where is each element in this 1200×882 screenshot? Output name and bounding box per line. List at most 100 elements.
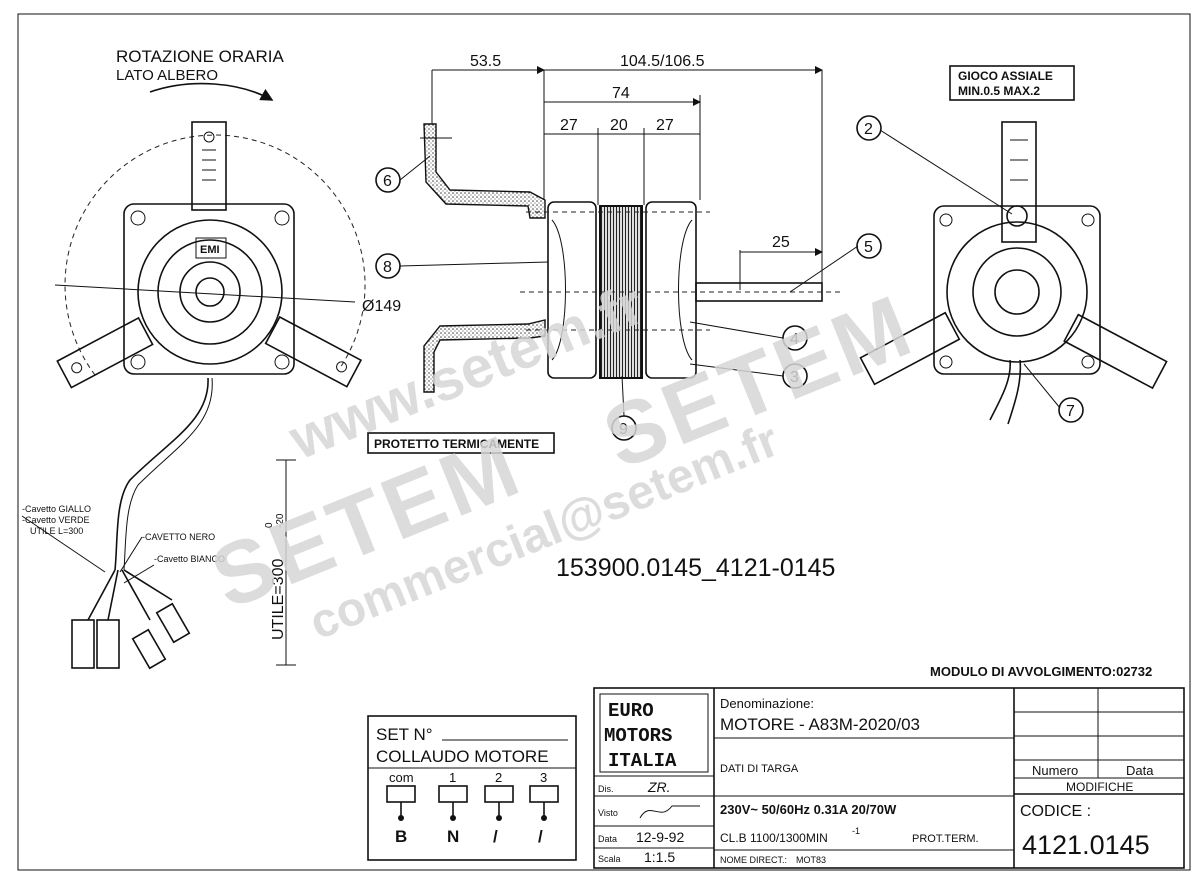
dim-104-5-label: 104.5/106.5 — [620, 53, 705, 70]
bracket-lower-profile — [423, 319, 546, 393]
svg-text:com: com — [389, 770, 414, 785]
codice-value: 4121.0145 — [1022, 830, 1150, 860]
bracket-arm-rear-top — [1001, 121, 1037, 243]
shaft-front — [195, 277, 225, 307]
collaudo-label: COLLAUDO MOTORE — [376, 747, 549, 766]
dis-label: Dis. — [598, 784, 614, 794]
callout-8 — [375, 253, 401, 279]
svg-text:1: 1 — [449, 770, 456, 785]
denominazione-label: Denominazione: — [720, 696, 814, 711]
codice-label: CODICE : — [1020, 803, 1091, 820]
svg-text:2: 2 — [495, 770, 502, 785]
spec-exponent: -1 — [852, 826, 860, 836]
endshield-left — [547, 201, 597, 379]
svg-text:B: B — [395, 827, 407, 846]
callouts: 2 6 8 5 4 3 9 7 — [375, 115, 1084, 441]
dim-27b-label: 27 — [656, 117, 674, 134]
dim-27a-label: 27 — [560, 117, 578, 134]
svg-text:/: / — [538, 827, 543, 846]
cable-bianco-label: -Cavetto BIANCO — [154, 554, 225, 564]
visto-signature — [639, 805, 700, 819]
numero-label: Numero — [1032, 763, 1078, 778]
svg-text:EURO: EURO — [608, 700, 654, 722]
callout-4 — [782, 325, 808, 351]
svg-text:9: 9 — [619, 421, 628, 438]
connector-2 — [96, 619, 120, 669]
spec-line-2: CL.B 1100/1300MIN — [720, 831, 828, 845]
protetto-label: PROTETTO TERMICAMENTE — [374, 437, 539, 451]
bracket-arm-left — [56, 316, 154, 389]
data-value: 12-9-92 — [636, 829, 684, 845]
nome-label: NOME DIRECT.: — [720, 855, 787, 865]
utile-tol-lower: -20 — [275, 513, 286, 528]
front-view: ROTAZIONE ORARIA LATO ALBERO Ø149 — [21, 47, 401, 670]
gioco-box — [949, 65, 1075, 101]
cable-bundle — [114, 377, 209, 571]
cable-nero-label: -CAVETTO NERO — [142, 532, 215, 542]
svg-text:2: 2 — [864, 121, 873, 138]
sheet-border — [17, 13, 1191, 871]
svg-text:MOTORS: MOTORS — [604, 725, 672, 747]
title-block: EURO MOTORS ITALIA Dis. ZR. Visto Data 1… — [593, 687, 1185, 869]
svg-text:/: / — [493, 827, 498, 846]
svg-text:N: N — [447, 827, 459, 846]
bracket-arm-right — [264, 315, 363, 388]
data-col-label: Data — [1126, 763, 1154, 778]
bracket-arm-top — [191, 121, 227, 211]
dim-25-label: 25 — [772, 234, 790, 251]
dim-53-5-label: 53.5 — [470, 53, 501, 70]
set-label: SET N° — [376, 725, 433, 744]
diameter-label: Ø149 — [362, 298, 401, 315]
connector-1 — [71, 619, 95, 669]
bracket-arm-rear-left — [859, 311, 961, 386]
scala-label: Scala — [598, 854, 621, 864]
svg-text:5: 5 — [864, 239, 873, 256]
dim-20-label: 20 — [610, 117, 628, 134]
terminal-com: com B — [386, 770, 416, 846]
side-view: 53.5 104.5/106.5 74 27 20 27 25 PROTETTO… — [367, 53, 840, 454]
callout-5 — [856, 233, 882, 259]
watermark: www.setem.fr SETEM SETEM commercial@sete… — [198, 271, 927, 650]
diameter-line — [54, 284, 356, 303]
part-number: 153900.0145_4121-0145 — [556, 554, 835, 582]
rotation-label: ROTAZIONE ORARIA — [116, 47, 284, 66]
denominazione-value: MOTORE - A83M-2020/03 — [720, 715, 920, 734]
bracket-arm-rear-right — [1063, 313, 1168, 390]
scala-value: 1:1.5 — [644, 849, 675, 865]
spec-line-1: 230V~ 50/60Hz 0.31A 20/70W — [720, 802, 897, 817]
svg-text:7: 7 — [1066, 403, 1075, 420]
endshield-right — [645, 201, 697, 379]
rear-view: GIOCO ASSIALE MIN.0.5 MAX.2 — [859, 65, 1168, 425]
spec-prot: PROT.TERM. — [912, 833, 979, 845]
rotation-sublabel: LATO ALBERO — [116, 67, 218, 84]
terminal-2: 2 / — [484, 770, 514, 846]
modifiche-label: MODIFICHE — [1066, 780, 1133, 794]
callout-7 — [1058, 397, 1084, 423]
gioco-label: GIOCO ASSIALE — [958, 69, 1053, 83]
callout-9 — [611, 415, 637, 441]
utile-tol-upper: 0 — [264, 522, 275, 528]
svg-text:6: 6 — [383, 173, 392, 190]
rotation-arrow — [149, 82, 274, 101]
modulo-label: MODULO DI AVVOLGIMENTO:02732 — [930, 664, 1152, 679]
dati-label: DATI DI TARGA — [720, 763, 799, 775]
protetto-box — [367, 432, 555, 454]
connector-4 — [155, 602, 191, 644]
utile-label: UTILE=300 — [270, 559, 287, 640]
svg-text:3: 3 — [540, 770, 547, 785]
set-box: SET N° COLLAUDO MOTORE com B 1 N 2 / 3 / — [367, 715, 577, 861]
emi-label: EMI — [200, 244, 220, 256]
terminal-1: 1 N — [438, 770, 468, 846]
cable-giallo-label: -Cavetto GIALLO — [22, 504, 91, 514]
svg-text:4: 4 — [790, 331, 799, 348]
svg-text:8: 8 — [383, 259, 392, 276]
visto-label: Visto — [598, 808, 618, 818]
nome-value: MOT83 — [796, 855, 826, 865]
diameter-circle — [64, 134, 366, 376]
callout-2 — [856, 115, 882, 141]
callout-6 — [375, 167, 401, 193]
svg-text:ITALIA: ITALIA — [608, 750, 677, 772]
data-label: Data — [598, 834, 617, 844]
cable-utile-label: UTILE L=300 — [30, 526, 83, 536]
